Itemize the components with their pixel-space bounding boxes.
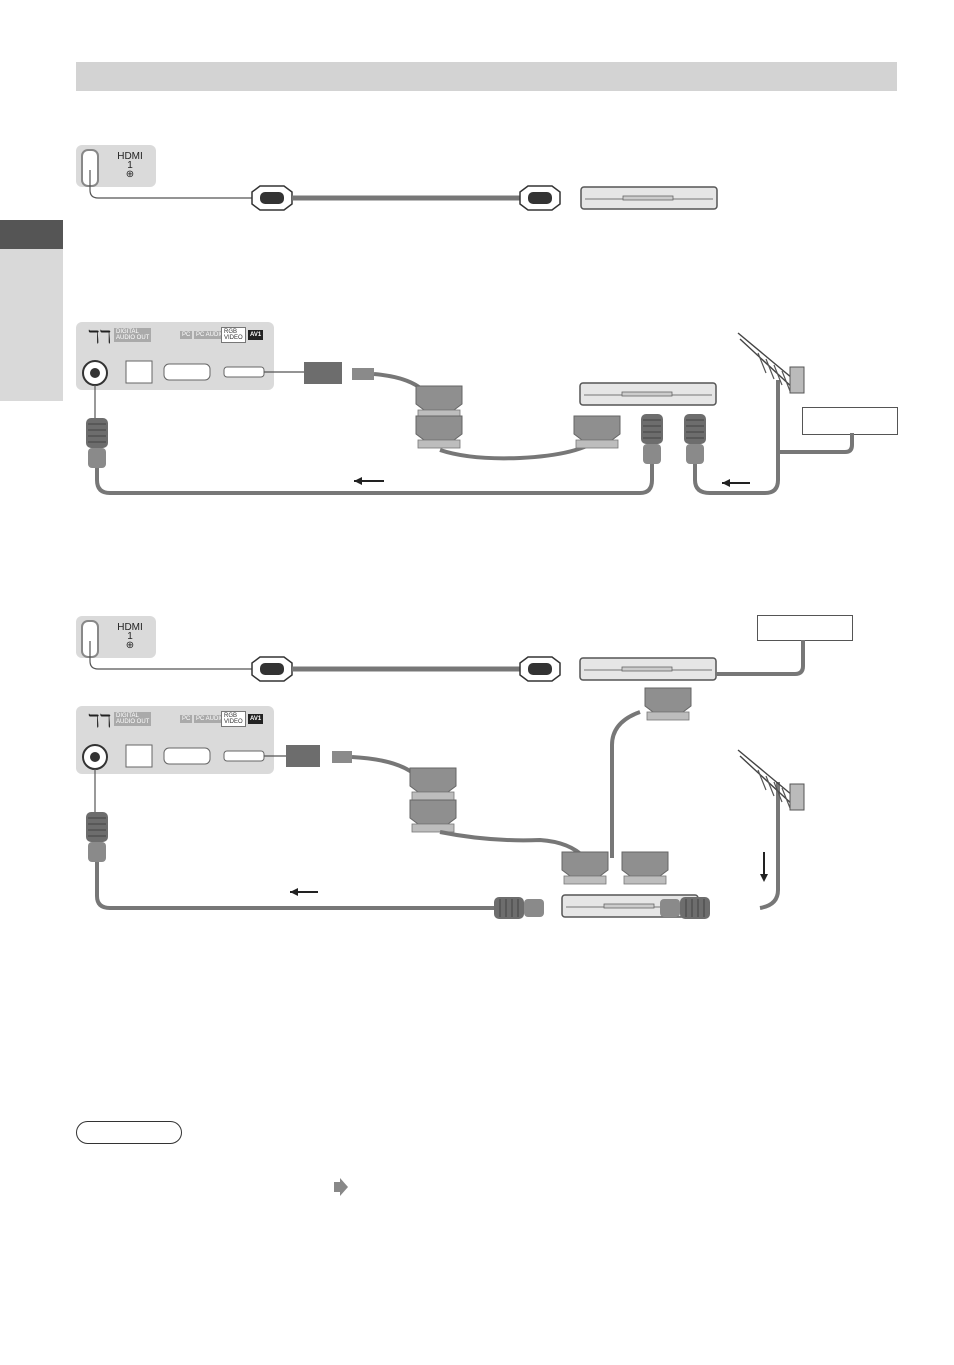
sidebar-tab-active [0, 220, 63, 249]
rgb-text: RGB [224, 329, 238, 335]
scart-plug-tv [286, 745, 320, 767]
hdmi-plug-tv-end [251, 656, 293, 682]
settop-device [579, 657, 717, 681]
section-header-bar [76, 62, 897, 91]
arrow-right-icon [334, 1178, 348, 1196]
digital-audio-label: DIGITAL AUDIO OUT [114, 712, 152, 726]
antenna-icon [737, 749, 805, 811]
hdmi-plug-tv-end [251, 185, 293, 211]
rgb-text: RGB [224, 713, 238, 719]
scart-plug-tv [304, 362, 342, 384]
rf-cable [95, 862, 494, 910]
recorder-device [580, 186, 718, 210]
digital-text: DIGITAL [116, 329, 139, 335]
video-text: VIDEO [224, 335, 243, 341]
coax-plug-rf-in [683, 413, 707, 465]
scart-port-icon [223, 750, 265, 762]
digital-text: DIGITAL [116, 713, 139, 719]
aerial-cable [759, 782, 780, 910]
settop-cable [778, 433, 854, 454]
hdmi-plug-device-end [519, 656, 561, 682]
note-label [76, 1121, 182, 1144]
coax-plug-rf-out [493, 896, 545, 920]
antenna-icon [737, 332, 805, 394]
aerial-cable [693, 380, 780, 495]
hdmi-plug-device-end [519, 185, 561, 211]
recorder-device [579, 382, 717, 406]
audio-out-text: AUDIO OUT [116, 335, 150, 341]
rgb-video-label: RGB VIDEO [221, 711, 246, 727]
hdmi-panel-1: HDMI 1 ⊕ [76, 145, 156, 187]
input-icon: ⊕ [125, 169, 135, 180]
hdmi-port-label: HDMI 1 ⊕ [110, 622, 150, 651]
pc-audio-label: PC AUDIO [194, 715, 227, 723]
coax-plug-tv [85, 811, 109, 863]
scart-plug-recorder-2 [621, 851, 669, 885]
digital-audio-label: DIGITAL AUDIO OUT [114, 328, 152, 342]
scart-plug-recorder-1 [561, 851, 609, 885]
hdmi-panel-3: HDMI 1 ⊕ [76, 616, 156, 658]
scart-plug-lower [409, 799, 457, 833]
av1-label: AV1 [248, 714, 264, 724]
antenna-symbol-icon: ℸℸ [88, 711, 112, 731]
coax-plug-rf-out [640, 413, 664, 465]
optical-port-icon [125, 744, 153, 768]
audio-out-text: AUDIO OUT [116, 719, 150, 725]
pc-label: PC [180, 715, 193, 723]
scart-plug-settop [644, 687, 692, 721]
scart-plug-upper [409, 767, 457, 801]
scart-port-icon [223, 366, 265, 378]
av1-label: AV1 [248, 330, 264, 340]
rgb-video-label: RGB VIDEO [221, 327, 246, 343]
vga-port-icon [163, 363, 211, 381]
pc-label: PC [180, 331, 193, 339]
sidebar-tab [0, 249, 63, 401]
hdmi-number: 1 [127, 160, 133, 171]
rf-cable [95, 464, 654, 495]
hdmi-title: HDMI [117, 622, 143, 633]
coax-plug-rf-in [659, 896, 711, 920]
scart-plug-upper [415, 385, 463, 419]
hdmi-port-label: HDMI 1 ⊕ [110, 151, 150, 180]
antenna-symbol-icon: ℸℸ [88, 327, 112, 347]
input-icon: ⊕ [125, 640, 135, 651]
hdmi-title: HDMI [117, 151, 143, 162]
hdmi-port-lead [89, 170, 252, 199]
scart-plug-recorder [573, 415, 621, 449]
rear-panel-2: ℸℸ DIGITAL AUDIO OUT PC PC AUDIO RGB VID… [76, 322, 274, 390]
hdmi-number: 1 [127, 631, 133, 642]
vga-port-icon [163, 747, 211, 765]
scart-plug-lower [415, 415, 463, 449]
pc-audio-label: PC AUDIO [194, 331, 227, 339]
coax-plug-tv [85, 417, 109, 469]
video-text: VIDEO [224, 719, 243, 725]
optical-port-icon [125, 360, 153, 384]
